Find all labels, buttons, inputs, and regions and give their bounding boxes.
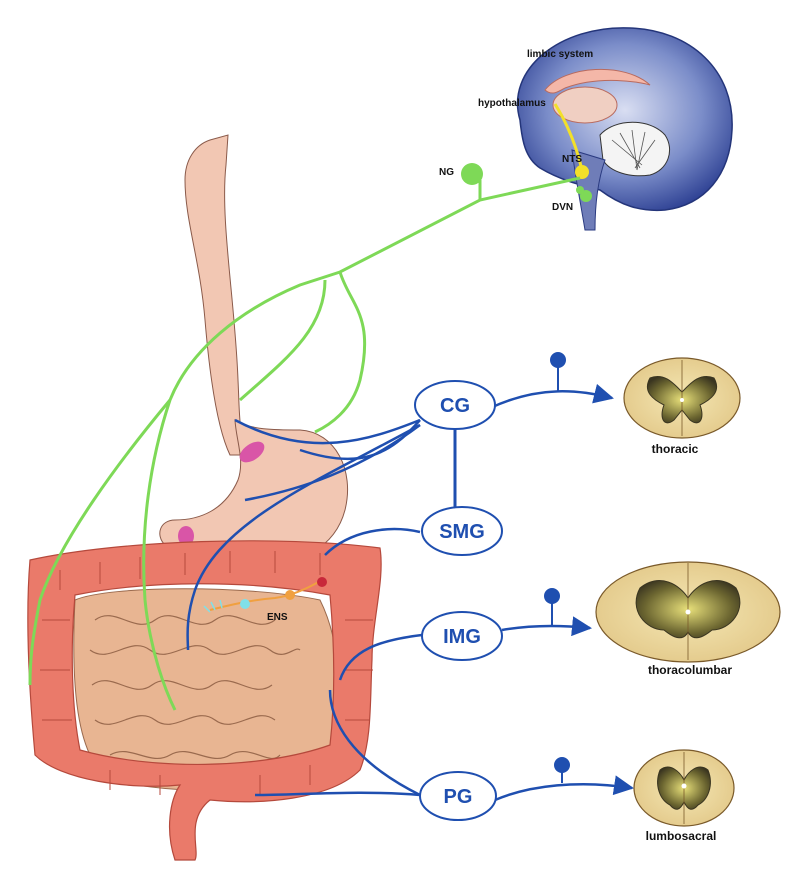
- corpus-callosum: [544, 69, 651, 94]
- nts-nucleus: [575, 165, 589, 179]
- vagus-branch-left: [28, 399, 172, 686]
- pg-to-rectum: [254, 791, 421, 797]
- vagus-branch-esophagus: [239, 279, 327, 402]
- brain: limbic system hypothalamus NTS DVN: [478, 27, 733, 231]
- upper-gi-tract: [159, 134, 349, 566]
- cg-to-pylorus: [244, 423, 421, 502]
- ganglion-pg: PG: [419, 771, 497, 821]
- colon-haustra: [40, 551, 373, 795]
- cg-preganglionic-neuron: [550, 352, 566, 368]
- vagus-branch-small-intestine: [143, 599, 177, 711]
- img-preganglionic-neuron: [544, 588, 560, 604]
- small-intestine-loops: [89, 615, 301, 760]
- nodose-ganglion-label: NG: [439, 167, 454, 178]
- lumbosacral-label: lumbosacral: [646, 829, 717, 843]
- img-to-colon: [338, 633, 423, 681]
- nts-dvn-pathway: [553, 103, 584, 171]
- pg-preganglionic-neuron: [554, 757, 570, 773]
- spinal-cord-lumbosacral: lumbosacral: [633, 749, 735, 843]
- ganglion-smg: SMG: [421, 506, 503, 556]
- thoracic-label: thoracic: [652, 442, 699, 456]
- pg-to-colon: [328, 689, 421, 797]
- hypothalamus-label: hypothalamus: [478, 98, 546, 109]
- ganglion-img: IMG: [421, 611, 503, 661]
- sympathetic-pathways: CG SMG IMG PG: [186, 352, 634, 821]
- cg-to-thoracic: [489, 383, 614, 410]
- limbic-region: [552, 86, 618, 124]
- thoracolumbar-label: thoracolumbar: [648, 663, 732, 677]
- cg-to-esophagus: [234, 418, 421, 445]
- esophagus: [184, 134, 254, 456]
- img-label: IMG: [443, 626, 481, 648]
- cg-label: CG: [440, 395, 470, 417]
- spinal-cord-thoracolumbar: thoracolumbar: [595, 561, 781, 677]
- vagus-nerve-main: [142, 176, 581, 601]
- vagus-branch-stomach: [314, 271, 367, 434]
- spinal-cord-thoracic: thoracic: [623, 357, 741, 456]
- cerebellum-folia: [611, 129, 656, 171]
- limbic-system-label: limbic system: [527, 49, 593, 60]
- pyloric-sphincter: [178, 526, 194, 546]
- dvn-nucleus-2: [576, 186, 584, 194]
- dvn-label: DVN: [552, 202, 573, 213]
- colon: [27, 540, 382, 861]
- smg-label: SMG: [439, 521, 485, 543]
- lower-esophageal-sphincter: [239, 441, 265, 463]
- ganglion-cg: CG: [414, 380, 496, 430]
- cg-to-small-intestine: [186, 423, 421, 651]
- smg-to-colon: [324, 527, 421, 556]
- nts-label: NTS: [562, 154, 582, 165]
- pg-to-lumbosacral: [494, 775, 634, 802]
- ens-neurons: [203, 577, 327, 613]
- vagal-pathways: NG: [28, 163, 581, 711]
- dvn-nucleus: [580, 190, 592, 202]
- ens-label: ENS: [267, 612, 288, 623]
- intestines: ENS: [27, 540, 382, 861]
- img-to-thoracolumbar: [501, 616, 592, 637]
- nodose-ganglion: [461, 163, 483, 185]
- pg-label: PG: [444, 786, 473, 808]
